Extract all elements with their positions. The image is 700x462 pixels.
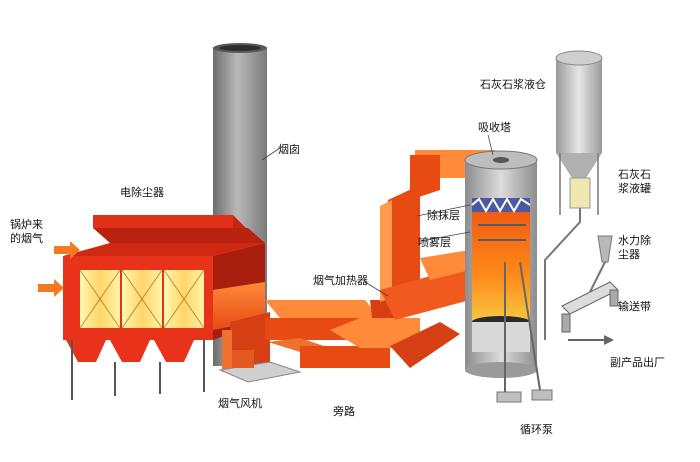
byproduct-arrow [568,335,614,345]
flue-gas-fan [218,350,302,383]
inlet-arrow [54,241,80,259]
label-boiler-flue-gas: 锅炉来 的烟气 [10,218,43,245]
label-chimney: 烟囱 [278,143,300,156]
label-demister-layer: 除抹层 [427,209,460,222]
leader-lines [261,134,494,297]
gas-heater-duct [380,150,495,320]
conveyor-belt [561,281,619,333]
duct-to-fan [213,282,270,372]
bypass-duct [268,318,460,368]
inlet-arrow [38,279,64,297]
label-spray-layer: 喷雾层 [418,236,451,249]
label-flue-gas-fan: 烟气风机 [218,397,262,410]
spray-layer [478,224,526,241]
label-circulation-pump: 循环泵 [520,423,553,436]
label-limestone-slurry-tank: 石灰石浆液仓 [480,78,546,91]
label-byproduct-outlet: 副产品出厂 [610,356,665,369]
label-limestone-slurry-vessel: 石灰石 浆液罐 [618,168,651,195]
label-absorption-tower: 吸收塔 [478,121,511,134]
label-flue-gas-heater: 烟气加热器 [313,274,368,287]
circulation-pump [496,261,553,403]
label-bypass: 旁路 [333,405,355,418]
absorption-tower [464,150,538,378]
label-electrostatic-precipitator: 电除尘器 [120,186,164,199]
electrostatic-precipitator [63,215,265,400]
slurry-pipe [544,208,581,340]
limestone-silo [555,50,603,215]
hydraulic-dust-collector [587,235,613,297]
demister-layer [471,197,531,213]
label-conveyor-belt: 输送带 [618,300,651,313]
label-hydraulic-dust-collector: 水力除 尘器 [618,234,651,261]
